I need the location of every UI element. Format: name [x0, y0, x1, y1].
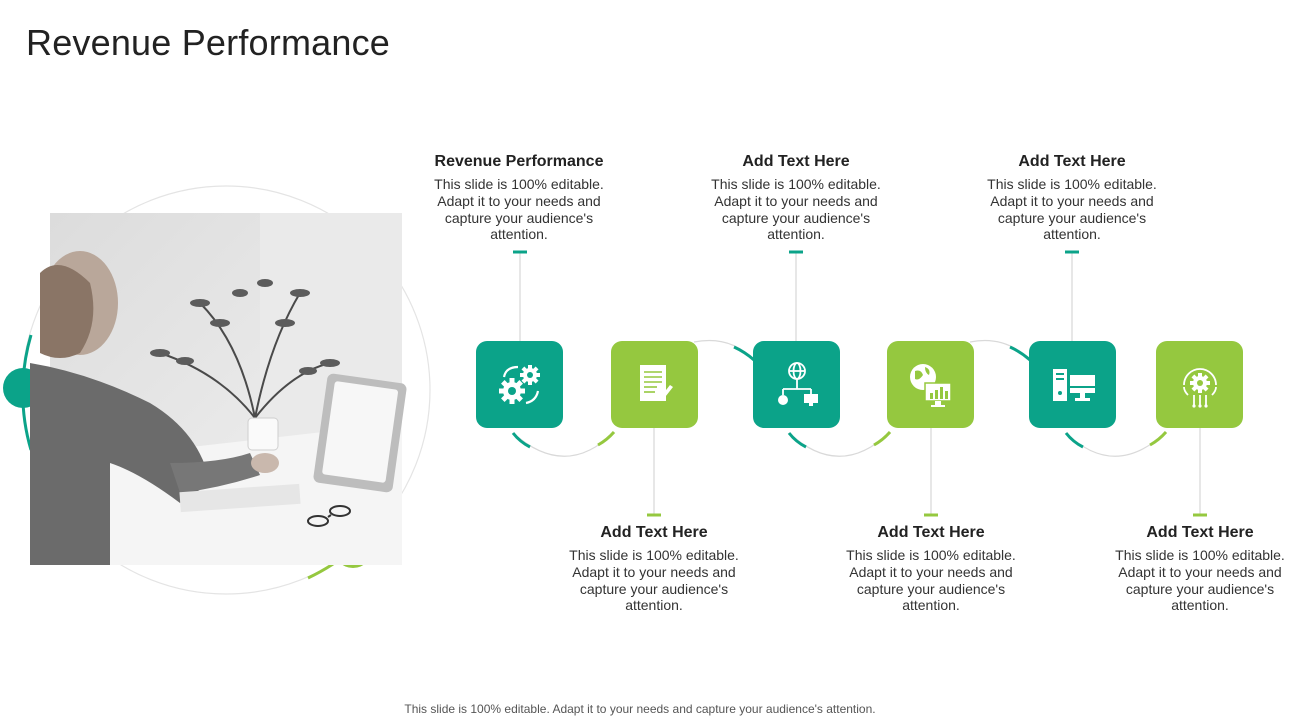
- photo-woman-at-desk: [30, 213, 407, 565]
- step-1-icon-box: [476, 341, 563, 428]
- document-icon: [639, 364, 673, 401]
- slide-title: Revenue Performance: [26, 22, 390, 63]
- step-4-heading: Add Text Here: [877, 524, 985, 541]
- step-4-body: This slide is 100% editable. Adapt it to…: [846, 547, 1016, 614]
- step-2-text: Add Text Here This slide is 100% editabl…: [559, 523, 749, 614]
- step-5-text: Add Text Here This slide is 100% editabl…: [977, 152, 1167, 243]
- step-5-icon-box: [1029, 341, 1116, 428]
- step-2-icon-box: [611, 341, 698, 428]
- step-4-icon-box: [887, 341, 974, 428]
- step-1-body: This slide is 100% editable. Adapt it to…: [434, 176, 604, 243]
- globe-analytics-icon: [909, 363, 952, 407]
- footer-note: This slide is 100% editable. Adapt it to…: [404, 702, 876, 716]
- step-6-heading: Add Text Here: [1146, 524, 1254, 541]
- step-1-text: Revenue Performance This slide is 100% e…: [424, 152, 614, 243]
- step-4-text: Add Text Here This slide is 100% editabl…: [836, 523, 1026, 614]
- ai-gear-icon: [1182, 367, 1217, 408]
- step-6-body: This slide is 100% editable. Adapt it to…: [1115, 547, 1285, 614]
- step-6-icon-box: [1156, 341, 1243, 428]
- step-1-heading: Revenue Performance: [434, 153, 604, 170]
- network-icon: [777, 361, 818, 406]
- step-2-body: This slide is 100% editable. Adapt it to…: [569, 547, 739, 614]
- step-3-body: This slide is 100% editable. Adapt it to…: [711, 176, 881, 243]
- step-3-heading: Add Text Here: [742, 153, 850, 170]
- step-3-text: Add Text Here This slide is 100% editabl…: [701, 152, 891, 243]
- step-6-text: Add Text Here This slide is 100% editabl…: [1105, 523, 1295, 614]
- step-5-heading: Add Text Here: [1018, 153, 1126, 170]
- gears-icon: [498, 364, 540, 404]
- step-3-icon-box: [753, 341, 840, 428]
- step-2-heading: Add Text Here: [600, 524, 708, 541]
- step-5-body: This slide is 100% editable. Adapt it to…: [987, 176, 1157, 243]
- computer-icon: [1052, 368, 1095, 401]
